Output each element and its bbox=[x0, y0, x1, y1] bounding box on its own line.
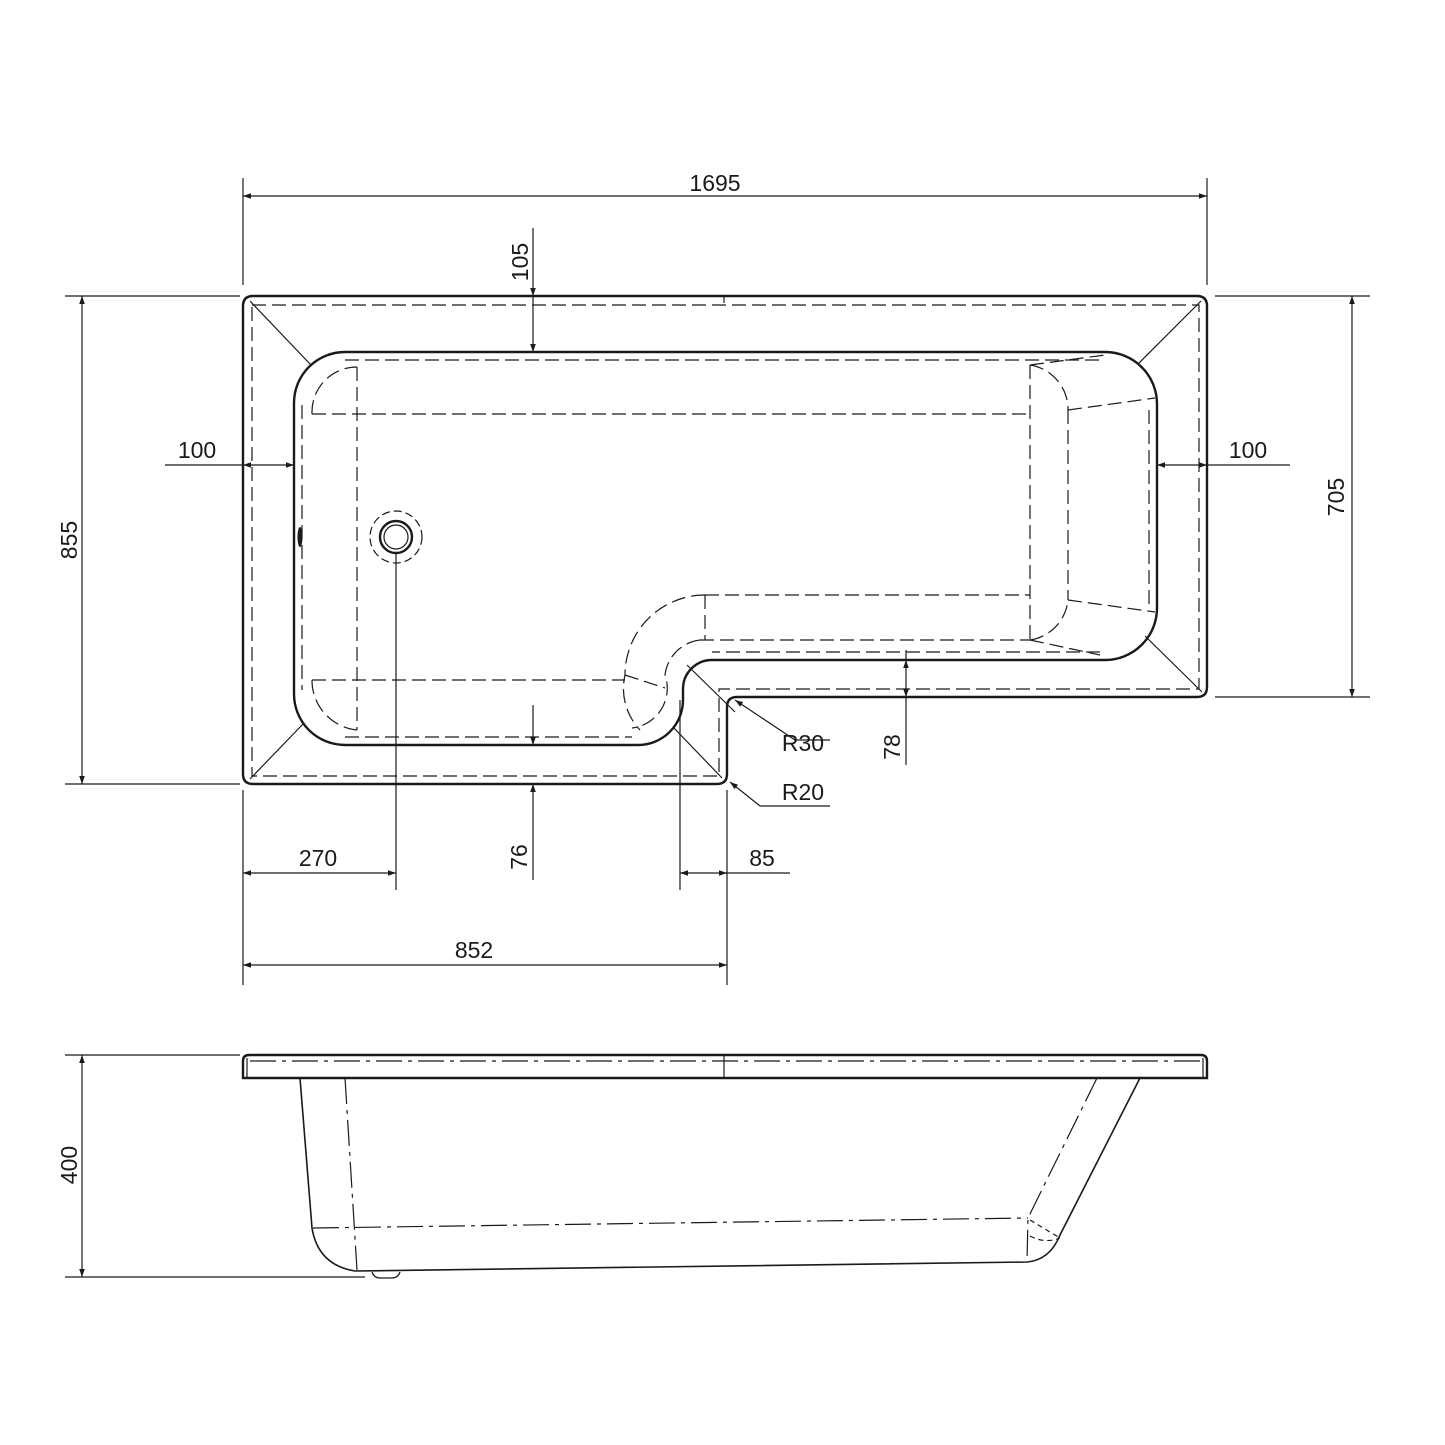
dim-overall-width: 855 bbox=[56, 521, 82, 559]
side-body bbox=[299, 1077, 1141, 1272]
dimension-lines bbox=[65, 178, 1370, 1278]
dimension-labels: 1695 105 100 100 855 705 R30 R20 78 76 2… bbox=[56, 170, 1349, 1184]
dim-rim-front-step: 78 bbox=[879, 734, 905, 760]
floor-hidden-lines bbox=[311, 354, 1156, 731]
overflow-icon bbox=[297, 527, 303, 547]
bath-bowl-outline bbox=[292, 350, 1159, 747]
rim-inner-dashed bbox=[251, 304, 1200, 777]
dim-overall-length: 1695 bbox=[689, 170, 740, 196]
dim-rim-right: 100 bbox=[1229, 437, 1267, 463]
dim-rim-front: 76 bbox=[506, 844, 532, 870]
outer-rim-outline bbox=[241, 294, 1209, 786]
bowl-inner-dashed bbox=[301, 359, 1150, 738]
corner-diagonals bbox=[249, 300, 1203, 780]
waste-fitting-icon bbox=[371, 1271, 401, 1279]
dim-radius-inner: R30 bbox=[782, 730, 824, 756]
top-view bbox=[241, 294, 1209, 786]
dim-waste-offset: 270 bbox=[299, 845, 337, 871]
side-view bbox=[241, 1053, 1209, 1279]
dim-rim-left: 100 bbox=[178, 437, 216, 463]
dim-shower-end-width: 705 bbox=[1323, 478, 1349, 516]
dim-rim-back: 105 bbox=[507, 243, 533, 281]
side-rim bbox=[241, 1053, 1209, 1080]
dim-depth: 400 bbox=[56, 1146, 82, 1184]
dim-step-offset: 85 bbox=[749, 845, 775, 871]
dim-step-length: 852 bbox=[455, 937, 493, 963]
dim-radius-outer: R20 bbox=[782, 779, 824, 805]
